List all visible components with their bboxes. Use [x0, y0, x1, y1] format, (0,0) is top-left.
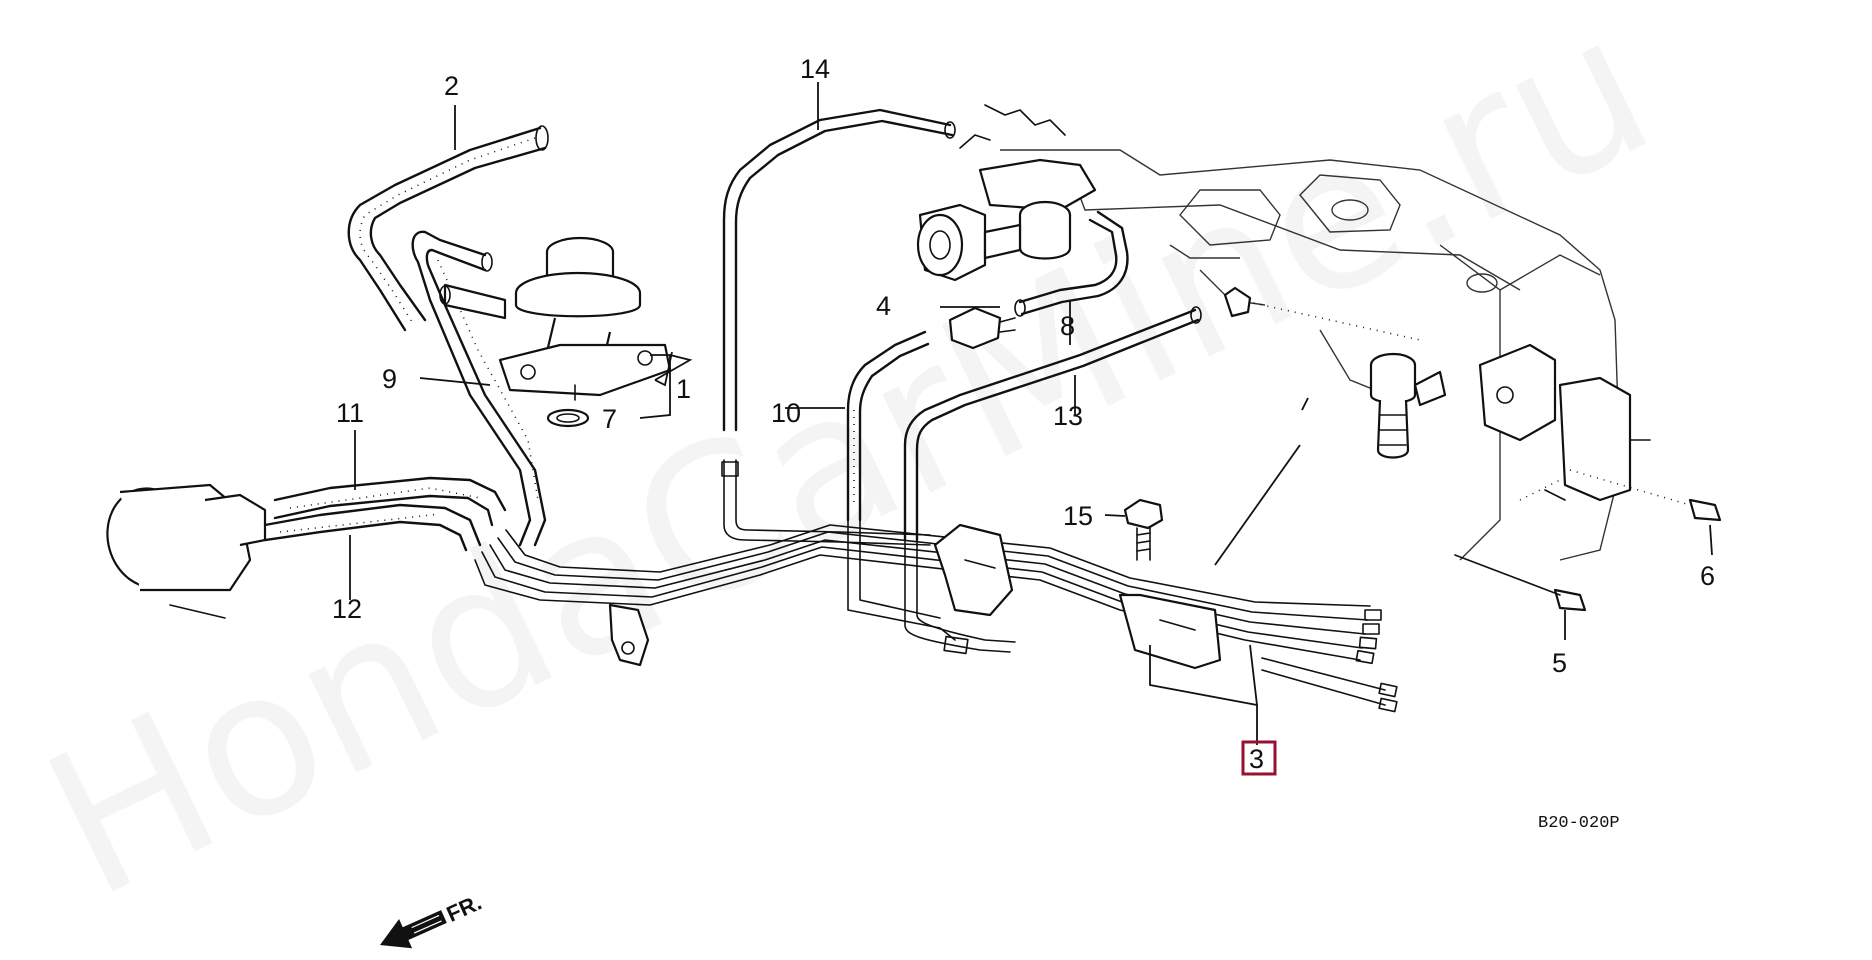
- right-valve-assembly: [1369, 343, 1651, 502]
- callouts: 1 2 3 4 5 6 7 8 9 10 11 12 13 14 15: [332, 54, 1715, 776]
- hose-part-10[interactable]: [846, 330, 969, 655]
- callout-4[interactable]: 4: [876, 291, 891, 321]
- callout-7[interactable]: 7: [602, 404, 617, 434]
- hose-part-12[interactable]: [263, 503, 482, 552]
- callout-14[interactable]: 14: [800, 54, 830, 84]
- callout-2[interactable]: 2: [444, 71, 459, 101]
- bracket-center: [933, 523, 1014, 617]
- hose-part-8[interactable]: [1014, 210, 1129, 317]
- callout-11[interactable]: 11: [336, 398, 364, 428]
- callout-9[interactable]: 9: [382, 364, 397, 394]
- bracket-right: [1118, 593, 1222, 670]
- gasket-part-7[interactable]: [546, 408, 590, 428]
- vacuum-filter-part-4[interactable]: [948, 306, 1016, 350]
- bracket-left: [608, 603, 650, 667]
- callout-13[interactable]: 13: [1053, 401, 1083, 431]
- cap-part-5[interactable]: [1454, 554, 1587, 612]
- callout-6[interactable]: 6: [1700, 561, 1715, 591]
- leader-lines: [349, 82, 1713, 745]
- front-arrow-label: FR.: [443, 890, 486, 927]
- callout-3-highlight: [1241, 740, 1277, 776]
- callout-3[interactable]: 3: [1249, 744, 1264, 774]
- callout-8[interactable]: 8: [1060, 311, 1075, 341]
- front-direction-indicator: FR.: [380, 890, 486, 949]
- callout-1[interactable]: 1: [676, 374, 691, 404]
- cap-part-6[interactable]: [1569, 469, 1722, 522]
- hose-part-2[interactable]: [347, 125, 549, 332]
- diagram-code: B20-020P: [1538, 814, 1620, 833]
- solenoid-valve-assembly: [916, 104, 1097, 282]
- callout-5[interactable]: 5: [1552, 648, 1567, 678]
- bolt-part-15[interactable]: [1123, 498, 1164, 561]
- egr-valve-part-1[interactable]: [439, 236, 672, 401]
- hose-part-11[interactable]: [273, 476, 507, 527]
- front-arrow-icon: [380, 910, 447, 949]
- callout-15[interactable]: 15: [1063, 501, 1093, 531]
- callout-10[interactable]: 10: [771, 398, 801, 428]
- tube-part-13[interactable]: [903, 286, 1252, 653]
- tube-part-14[interactable]: [721, 108, 956, 546]
- callout-12[interactable]: 12: [332, 594, 362, 624]
- charcoal-canister: [106, 483, 267, 619]
